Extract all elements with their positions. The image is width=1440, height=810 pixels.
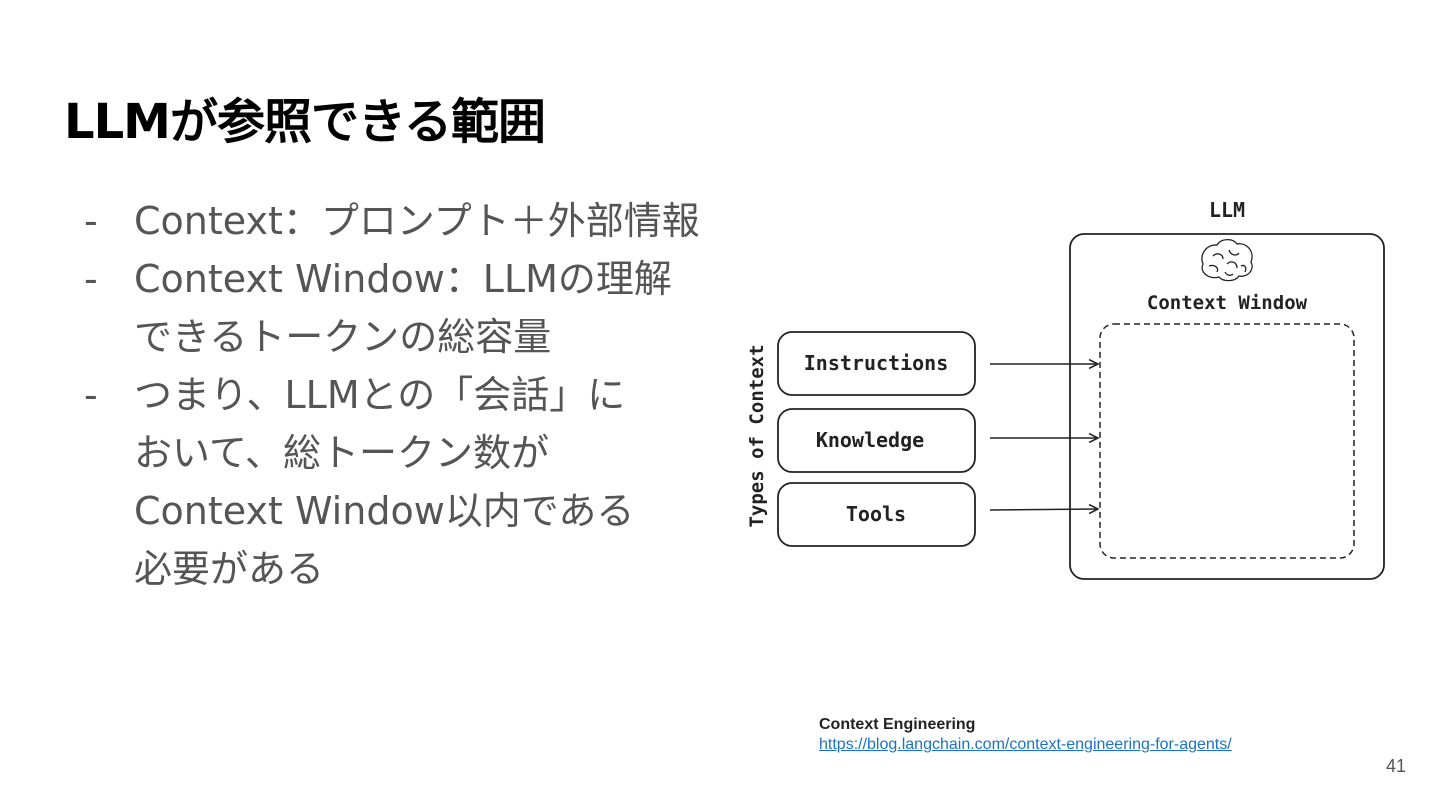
bullet-line: Context：プロンプト＋外部情報	[134, 199, 700, 243]
bullet-line: できるトークンの総容量	[134, 315, 552, 359]
bullet-line: つまり、LLMとの「会話」に	[134, 373, 626, 417]
context-type-knowledge: Knowledge	[777, 408, 976, 473]
page-number: 41	[1385, 756, 1406, 776]
bullet-item: - Context：プロンプト＋外部情報	[84, 192, 764, 250]
bullet-item: - Context Window：LLMの理解 できるトークンの総容量	[84, 250, 764, 366]
bullet-marker: -	[84, 373, 98, 417]
slide-title: LLMが参照できる範囲	[64, 94, 546, 150]
bullet-text: つまり、LLMとの「会話」に おいて、総トークン数が Context Windo…	[134, 366, 634, 598]
tools-label: Tools	[846, 502, 906, 526]
context-diagram: LLM Context Window Types of Context Inst…	[746, 198, 1385, 580]
bullet-list: - Context：プロンプト＋外部情報 - Context Window：LL…	[84, 192, 764, 598]
context-window-area	[1099, 323, 1355, 559]
arrow-tools	[989, 509, 1098, 510]
bullet-line: 必要がある	[134, 547, 325, 591]
bullet-line: Context Window以内である	[134, 489, 635, 533]
types-of-context-label: Types of Context	[746, 344, 768, 527]
bullet-text: Context：プロンプト＋外部情報	[134, 192, 700, 250]
knowledge-label: Knowledge	[816, 428, 924, 452]
instructions-label: Instructions	[804, 351, 949, 375]
reference-title: Context Engineering	[819, 716, 976, 733]
reference: Context Engineering https://blog.langcha…	[819, 715, 1232, 755]
reference-link[interactable]: https://blog.langchain.com/context-engin…	[819, 736, 1232, 753]
bullet-text: Context Window：LLMの理解 できるトークンの総容量	[134, 250, 672, 366]
context-window-label: Context Window	[1147, 292, 1308, 314]
context-type-tools: Tools	[777, 482, 976, 547]
llm-label: LLM	[1209, 198, 1245, 222]
bullet-line: おいて、総トークン数が	[134, 431, 549, 475]
brain-icon	[1201, 238, 1253, 282]
bullet-marker: -	[84, 199, 98, 243]
bullet-item: - つまり、LLMとの「会話」に おいて、総トークン数が Context Win…	[84, 366, 764, 598]
bullet-line: Context Window：LLMの理解	[134, 257, 672, 301]
llm-box	[1069, 233, 1385, 580]
bullet-marker: -	[84, 257, 98, 301]
context-type-instructions: Instructions	[777, 331, 976, 396]
